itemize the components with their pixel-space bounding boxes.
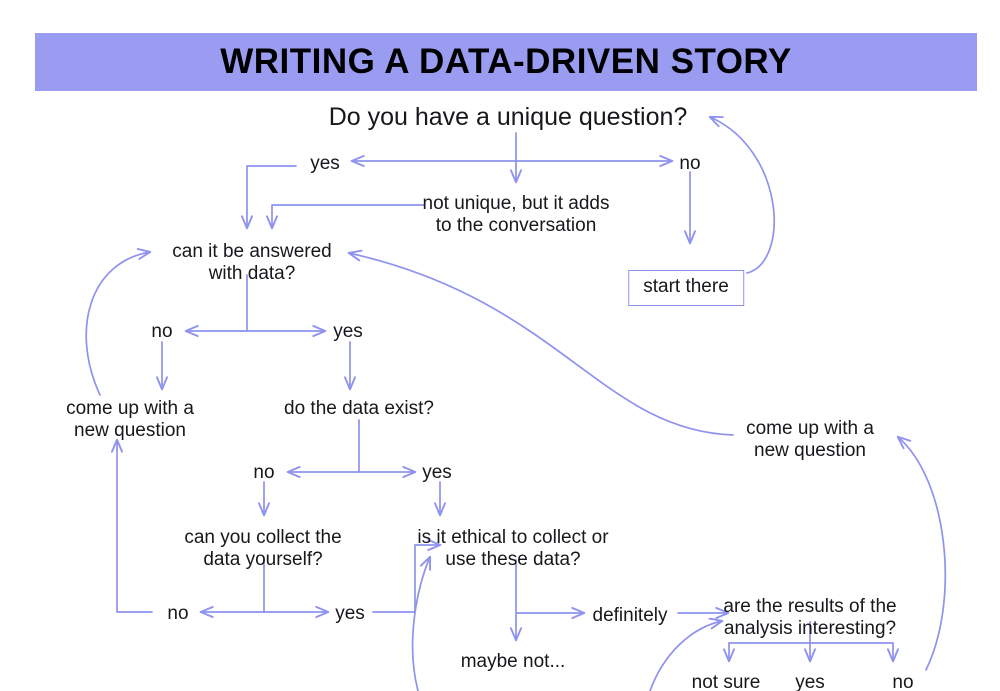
node-label-no-1: no xyxy=(679,153,701,174)
node-label-maybe-not: maybe not... xyxy=(460,651,566,672)
node-question-ethical: is it ethical to collect or use these da… xyxy=(417,527,609,570)
node-label-yes-2: yes xyxy=(333,321,363,342)
page-title: WRITING A DATA-DRIVEN STORY xyxy=(220,42,792,81)
node-label-yes-4: yes xyxy=(335,603,365,624)
edge-newqleft-loop xyxy=(85,252,150,396)
edge-no5-loop xyxy=(898,437,947,671)
node-label-yes-1: yes xyxy=(310,153,340,174)
title-banner: WRITING A DATA-DRIVEN STORY xyxy=(35,33,977,91)
node-label-yes-3: yes xyxy=(422,462,452,483)
start-there-box-label: start there xyxy=(628,270,744,307)
node-question-results-interesting: are the results of the analysis interest… xyxy=(723,596,897,639)
node-question-collect-data-yourself: can you collect the data yourself? xyxy=(184,527,342,570)
node-question-answered-with-data: can it be answered with data? xyxy=(172,241,332,284)
node-label-yes-5: yes xyxy=(795,672,825,691)
edge-offscreen-to-ethical xyxy=(411,557,430,691)
node-label-not-sure: not sure xyxy=(691,672,761,691)
node-label-no-5: no xyxy=(892,672,914,691)
edge-yes1-elbow xyxy=(247,165,297,228)
edge-notunique-elbow xyxy=(272,204,425,228)
node-come-up-with-new-question-right: come up with a new question xyxy=(746,418,874,461)
edge-no4-elbow xyxy=(117,440,153,613)
node-label-no-4: no xyxy=(167,603,189,624)
node-start-there: start there xyxy=(628,252,744,325)
edge-start-loop xyxy=(710,117,775,274)
node-label-definitely: definitely xyxy=(592,605,668,626)
node-question-data-exist: do the data exist? xyxy=(284,398,434,419)
node-come-up-with-new-question-left: come up with a new question xyxy=(66,398,194,441)
node-label-no-2: no xyxy=(151,321,173,342)
node-label-not-unique: not unique, but it adds to the conversat… xyxy=(422,193,610,236)
node-label-no-3: no xyxy=(253,462,275,483)
node-question-unique: Do you have a unique question? xyxy=(328,103,688,131)
